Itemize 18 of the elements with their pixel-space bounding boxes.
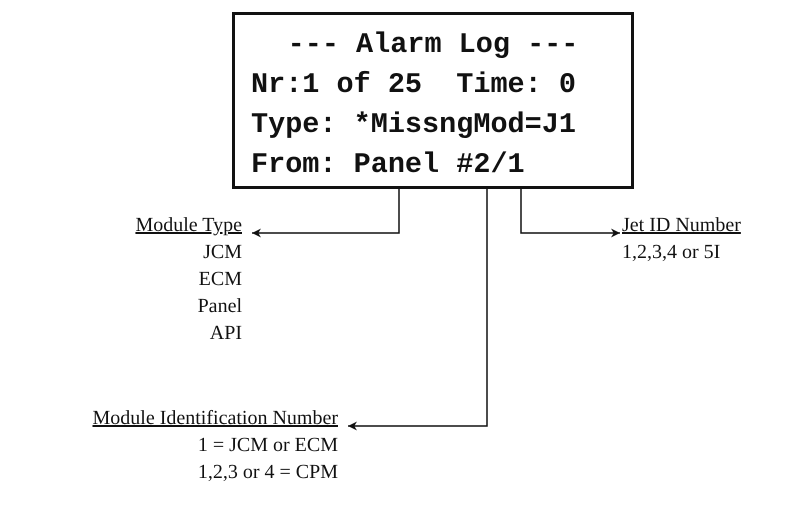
heading: Module Type — [135, 213, 242, 238]
display-line: Type: *MissngMod=J1 — [251, 107, 577, 143]
display-screen — [232, 12, 634, 189]
list-item: 1,2,3 or 4 = CPM — [198, 460, 338, 485]
list-item: 1,2,3,4 or 5I — [622, 240, 720, 265]
screen-title: --- Alarm Log --- — [286, 27, 580, 63]
leader-line — [348, 189, 488, 430]
leader-line — [252, 189, 400, 238]
list-item: 1 = JCM or ECM — [198, 433, 338, 458]
list-item: JCM — [203, 240, 242, 265]
display-line: Nr:1 of 25 Time: 0 — [251, 67, 577, 103]
display-line: From: Panel #2/1 — [251, 147, 526, 183]
leader-line — [520, 189, 620, 238]
list-item: Panel — [198, 294, 242, 319]
list-item: ECM — [198, 267, 242, 292]
heading: Module Identification Number — [92, 406, 338, 431]
list-item: API — [210, 321, 242, 346]
heading: Jet ID Number — [622, 213, 741, 238]
